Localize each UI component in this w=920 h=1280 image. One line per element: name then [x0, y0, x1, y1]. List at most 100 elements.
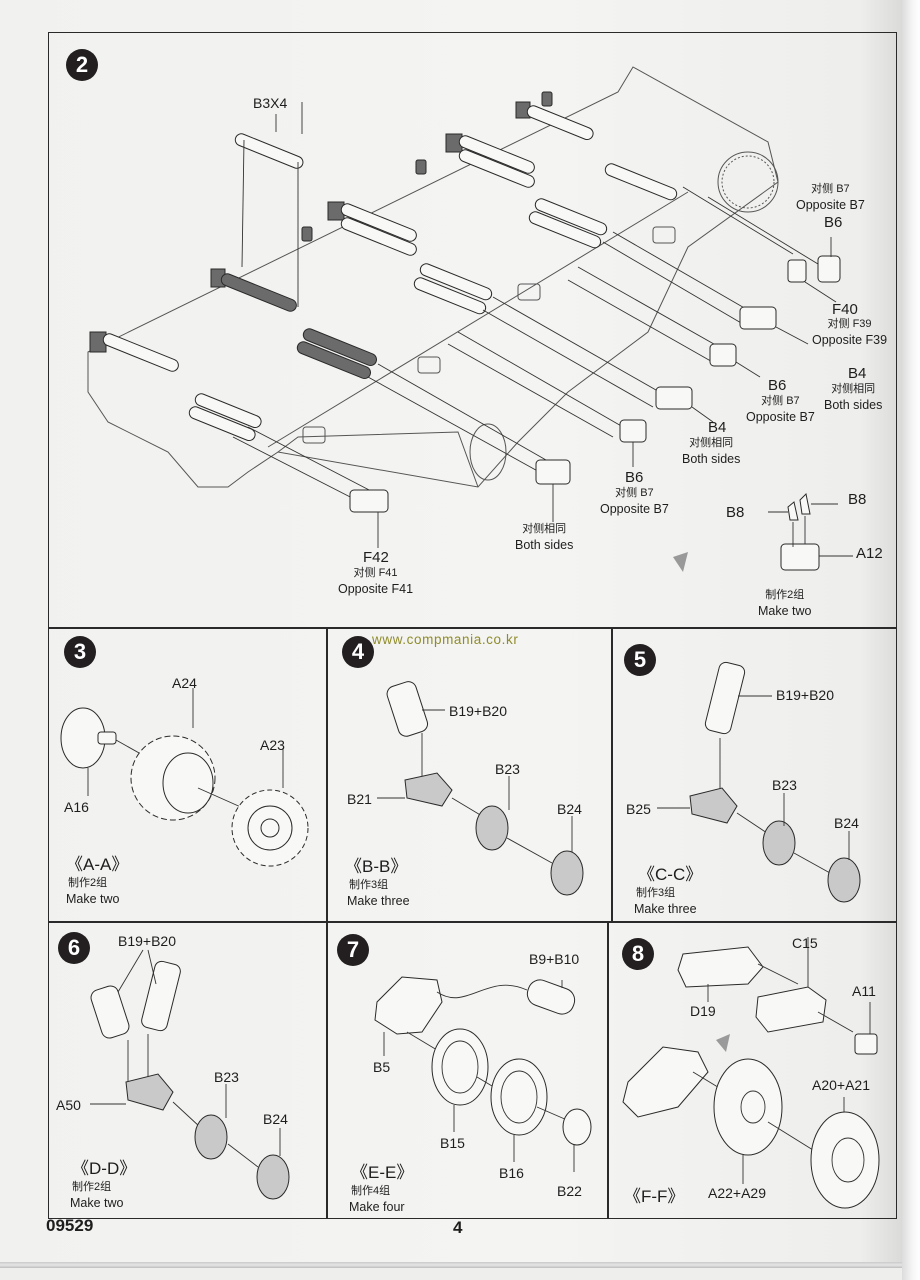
section-label: 《E-E》 [351, 1163, 414, 1182]
section-label: 《A-A》 [66, 855, 129, 874]
label-c15: C15 [792, 935, 818, 951]
step-5-panel: 5 B19+B20 B25 B23 B24 《C-C》 制作3组 Make th… [612, 628, 897, 922]
part-b24 [550, 850, 584, 896]
roadwheel-assembly-b-illustration [377, 681, 584, 896]
divider-step4-5 [611, 627, 613, 922]
part-b4-right [739, 306, 777, 330]
label-f40: F40 [832, 301, 858, 318]
part-b6-top [817, 255, 841, 283]
part-b22 [562, 1108, 592, 1146]
part-a11 [854, 1033, 878, 1055]
label-a20-a21: A20+A21 [812, 1077, 870, 1093]
step-number-badge: 8 [622, 938, 654, 970]
direction-arrow-icon [716, 1034, 730, 1052]
note-both-sides-right: 对侧相同 Both sides [824, 383, 883, 412]
label-b4-right: B4 [848, 365, 867, 382]
divider-step2-bottom [48, 627, 897, 629]
label-b24: B24 [557, 801, 582, 817]
note-make-two: 制作2组 Make two [758, 589, 812, 618]
binding-shadow [902, 0, 920, 1280]
part-f40 [787, 259, 807, 283]
roadwheel-assembly-c-illustration [657, 661, 861, 903]
note-opposite-f41: 对侧 F41 Opposite F41 [338, 567, 414, 596]
quantity-note: 制作2组 Make two [70, 1181, 124, 1211]
label-a16: A16 [64, 799, 89, 815]
step-2-panel: 2 [48, 32, 897, 628]
part-b24 [256, 1154, 290, 1200]
roadwheel-assembly-d-illustration [90, 949, 290, 1200]
step-number-badge: 6 [58, 932, 90, 964]
quantity-note: 制作4组 Make four [349, 1185, 405, 1215]
page-frame [48, 32, 897, 1219]
note-opposite-f39: 对侧 F39 Opposite F39 [812, 318, 888, 347]
part-b19-b20 [704, 661, 746, 735]
note-opposite-b7-top: 对侧 B7 Opposite B7 [796, 183, 865, 212]
part-b23 [762, 820, 796, 866]
section-label: 《F-F》 [624, 1187, 685, 1206]
kit-number: 09529 [46, 1216, 94, 1235]
part-b19-b20 [386, 681, 429, 737]
step-8-panel: 8 C15 A11 D19 A20+A21 A22+A29 《F-F》 [608, 922, 897, 1218]
part-b8-right [799, 492, 811, 515]
part-b23 [475, 805, 509, 851]
label-b6-low: B6 [625, 469, 644, 486]
part-both-sides [535, 459, 571, 485]
label-b3x4: B3X4 [253, 95, 288, 111]
label-a11: A11 [852, 983, 876, 999]
part-b24 [827, 857, 861, 903]
torsion-bar-set [89, 91, 678, 442]
label-b5: B5 [373, 1059, 391, 1075]
part-b4-mid [655, 386, 693, 410]
step-3-panel: 3 A24 A23 A16 《A-A》 制作2组 Make two [48, 628, 327, 922]
label-f42: F42 [363, 549, 389, 566]
part-b19-b20-long [141, 960, 181, 1032]
label-a12: A12 [856, 545, 883, 562]
section-label: 《C-C》 [638, 865, 703, 884]
part-b21 [404, 772, 453, 807]
page-edge [0, 1262, 905, 1268]
label-b16: B16 [499, 1165, 524, 1181]
note-both-sides-mid: 对侧相同 Both sides [682, 437, 741, 466]
part-a20-a21 [810, 1111, 880, 1209]
label-b4-mid: B4 [708, 419, 727, 436]
hull-side-illustration [87, 66, 853, 572]
label-b19-b20: B19+B20 [776, 687, 834, 703]
note-both-sides-lower: 对侧相同 Both sides [515, 523, 574, 552]
label-b6-top: B6 [824, 214, 843, 231]
part-b16 [490, 1058, 548, 1136]
label-b21: B21 [347, 791, 372, 807]
page-number: 4 [453, 1218, 463, 1237]
part-b6-mid [709, 343, 737, 367]
sprocket-assembly-illustration [60, 688, 309, 867]
label-a23: A23 [260, 737, 285, 753]
label-b23: B23 [214, 1069, 239, 1085]
part-b5 [374, 976, 443, 1035]
label-b19-b20: B19+B20 [449, 703, 507, 719]
idler-assembly-illustration [622, 937, 880, 1209]
label-d19: D19 [690, 1003, 716, 1019]
label-a50: A50 [56, 1097, 81, 1113]
part-b23 [194, 1114, 228, 1160]
label-a24: A24 [172, 675, 197, 691]
part-f42 [349, 489, 389, 513]
part-b9-b10 [526, 979, 576, 1015]
quantity-note: 制作3组 Make three [634, 887, 697, 917]
label-b25: B25 [626, 801, 651, 817]
step-6-panel: 6 B19+B20 A50 B23 B24 《D-D》 制作2组 Make tw… [48, 922, 327, 1218]
quantity-note: 制作3组 Make three [347, 879, 410, 909]
step-4-panel: 4 B19+B20 B21 B23 B24 《B-B》 制作3组 Make th… [327, 628, 612, 922]
part-b6-low [619, 419, 647, 443]
label-b19-b20: B19+B20 [118, 933, 176, 949]
label-b23: B23 [495, 761, 520, 777]
part-b15 [431, 1028, 489, 1106]
label-b22: B22 [557, 1183, 582, 1199]
label-b24: B24 [263, 1111, 288, 1127]
step-number-badge: 3 [64, 636, 96, 668]
section-label: 《B-B》 [345, 857, 408, 876]
label-b8-left: B8 [726, 504, 745, 521]
part-a22-a29 [713, 1058, 783, 1156]
part-a50 [125, 1073, 174, 1111]
roadwheel-assembly-e-illustration [374, 976, 592, 1172]
step-7-panel: 7 B9+B10 B5 B15 B16 B22 《E-E》 制作4组 Make … [327, 922, 608, 1218]
note-opposite-b7-mid: 对侧 B7 Opposite B7 [746, 395, 815, 424]
